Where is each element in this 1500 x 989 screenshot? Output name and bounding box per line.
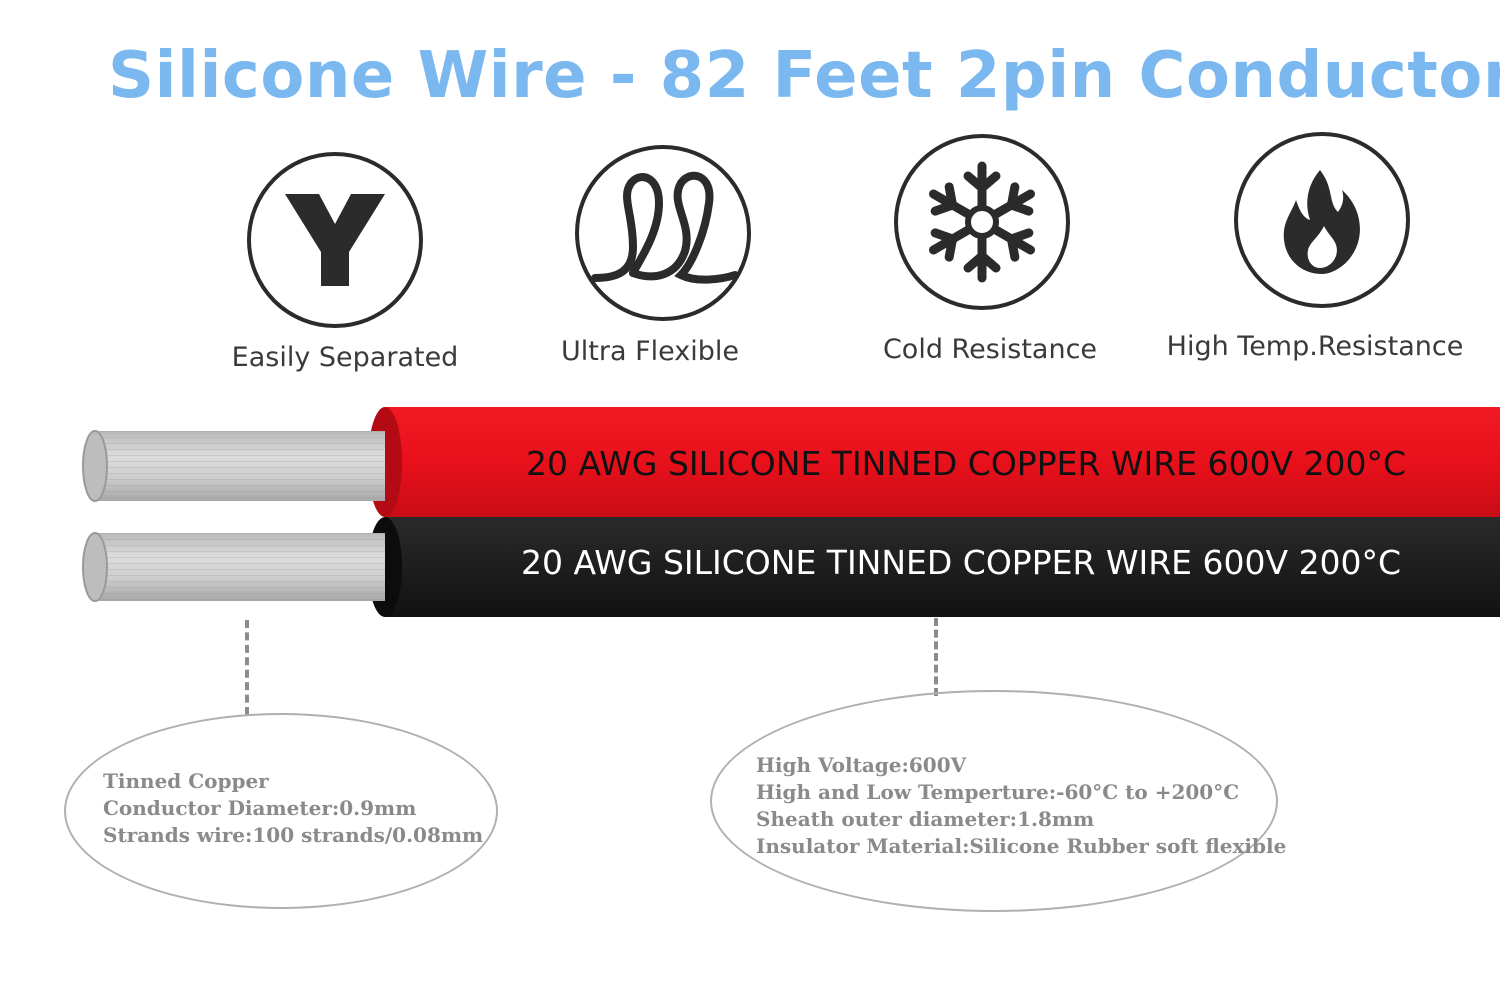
spec-left-strands: Strands wire:100 strands/0.08mm xyxy=(103,823,484,847)
spec-left-material: Tinned Copper xyxy=(103,769,269,793)
y-split-icon xyxy=(245,150,425,330)
flame-icon xyxy=(1232,130,1412,310)
feature-label-flexible: Ultra Flexible xyxy=(561,336,739,367)
red-wire xyxy=(82,407,1500,517)
page-title: Silicone Wire - 82 Feet 2pin Conductor xyxy=(108,39,1500,113)
leader-line-right xyxy=(934,618,938,696)
coil-loop-icon xyxy=(573,143,753,323)
spec-bubble-right xyxy=(710,690,1278,912)
feature-label-cold: Cold Resistance xyxy=(882,334,1098,365)
spec-right-sheath: Sheath outer diameter:1.8mm xyxy=(756,807,1095,831)
spec-right-temperature: High and Low Temperture:-60°C to +200°C xyxy=(756,780,1240,804)
spec-bubble-left xyxy=(64,713,498,909)
black-wire xyxy=(82,517,1500,617)
snowflake-icon xyxy=(892,132,1072,312)
leader-line-left xyxy=(245,620,249,715)
spec-right-voltage: High Voltage:600V xyxy=(756,753,967,777)
feature-label-separated: Easily Separated xyxy=(231,342,459,373)
wire-illustration xyxy=(82,407,1500,617)
black-wire-label: 20 AWG SILICONE TINNED COPPER WIRE 600V … xyxy=(521,543,1402,582)
feature-label-hightemp: High Temp.Resistance xyxy=(1166,331,1464,362)
spec-left-diameter: Conductor Diameter:0.9mm xyxy=(103,796,417,820)
red-wire-label: 20 AWG SILICONE TINNED COPPER WIRE 600V … xyxy=(526,444,1407,483)
spec-right-insulator: Insulator Material:Silicone Rubber soft … xyxy=(756,834,1287,858)
